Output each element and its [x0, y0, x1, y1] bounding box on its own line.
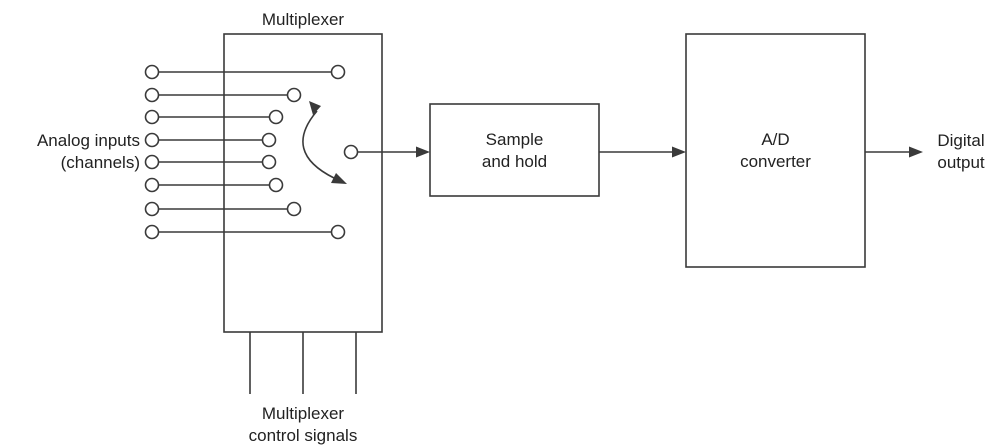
contact-node	[286, 201, 302, 217]
analog-inputs-line1: Analog inputs	[36, 131, 140, 150]
input-channels	[144, 64, 346, 240]
selector-arrowhead-up	[309, 101, 321, 115]
contact-node	[261, 154, 277, 170]
sample-hold-line1: Sample	[485, 130, 544, 149]
digital-output-label: Digital output	[926, 130, 996, 173]
analog-inputs-line2: (channels)	[60, 153, 140, 172]
multiplexer-title: Multiplexer	[261, 10, 345, 29]
input-node	[144, 201, 160, 217]
adc-label: A/D converter	[686, 129, 865, 172]
input-node	[144, 132, 160, 148]
adc-line1: A/D	[761, 130, 790, 149]
common-output-node	[343, 144, 359, 160]
input-channel-7	[144, 201, 302, 217]
selector-arrowhead-down	[331, 173, 347, 184]
input-node	[144, 177, 160, 193]
sample-to-adc-arrowhead	[672, 146, 686, 158]
adc-line2: converter	[740, 152, 811, 171]
contact-node	[286, 87, 302, 103]
input-channel-6	[144, 177, 284, 193]
control-signals-line2: control signals	[248, 426, 358, 445]
input-channel-8	[144, 224, 346, 240]
multiplexer-box	[223, 33, 383, 333]
sample-hold-line2: and hold	[481, 152, 548, 171]
control-signal-lines	[249, 332, 357, 394]
analog-inputs-label: Analog inputs (channels)	[0, 130, 140, 173]
control-signals-line1: Multiplexer	[261, 404, 345, 423]
control-signals-label: Multiplexer control signals	[200, 403, 406, 446]
mux-to-sample-arrowhead	[416, 146, 430, 158]
input-node	[144, 87, 160, 103]
sample-hold-box	[429, 103, 600, 197]
input-channel-4	[144, 132, 277, 148]
input-node	[144, 64, 160, 80]
input-node	[144, 154, 160, 170]
input-channel-2	[144, 87, 302, 103]
sample-hold-label: Sample and hold	[430, 129, 599, 172]
input-node	[144, 109, 160, 125]
input-node	[144, 224, 160, 240]
adc-box	[685, 33, 866, 268]
contact-node	[330, 64, 346, 80]
contact-node	[268, 109, 284, 125]
selector-arc	[302, 101, 347, 184]
input-channel-5	[144, 154, 277, 170]
digital-output-line1: Digital	[937, 131, 985, 150]
adc-output-arrowhead	[909, 146, 923, 158]
contact-node	[268, 177, 284, 193]
contact-node	[261, 132, 277, 148]
input-channel-1	[144, 64, 346, 80]
digital-output-line2: output	[937, 153, 985, 172]
input-channel-3	[144, 109, 284, 125]
contact-node	[330, 224, 346, 240]
